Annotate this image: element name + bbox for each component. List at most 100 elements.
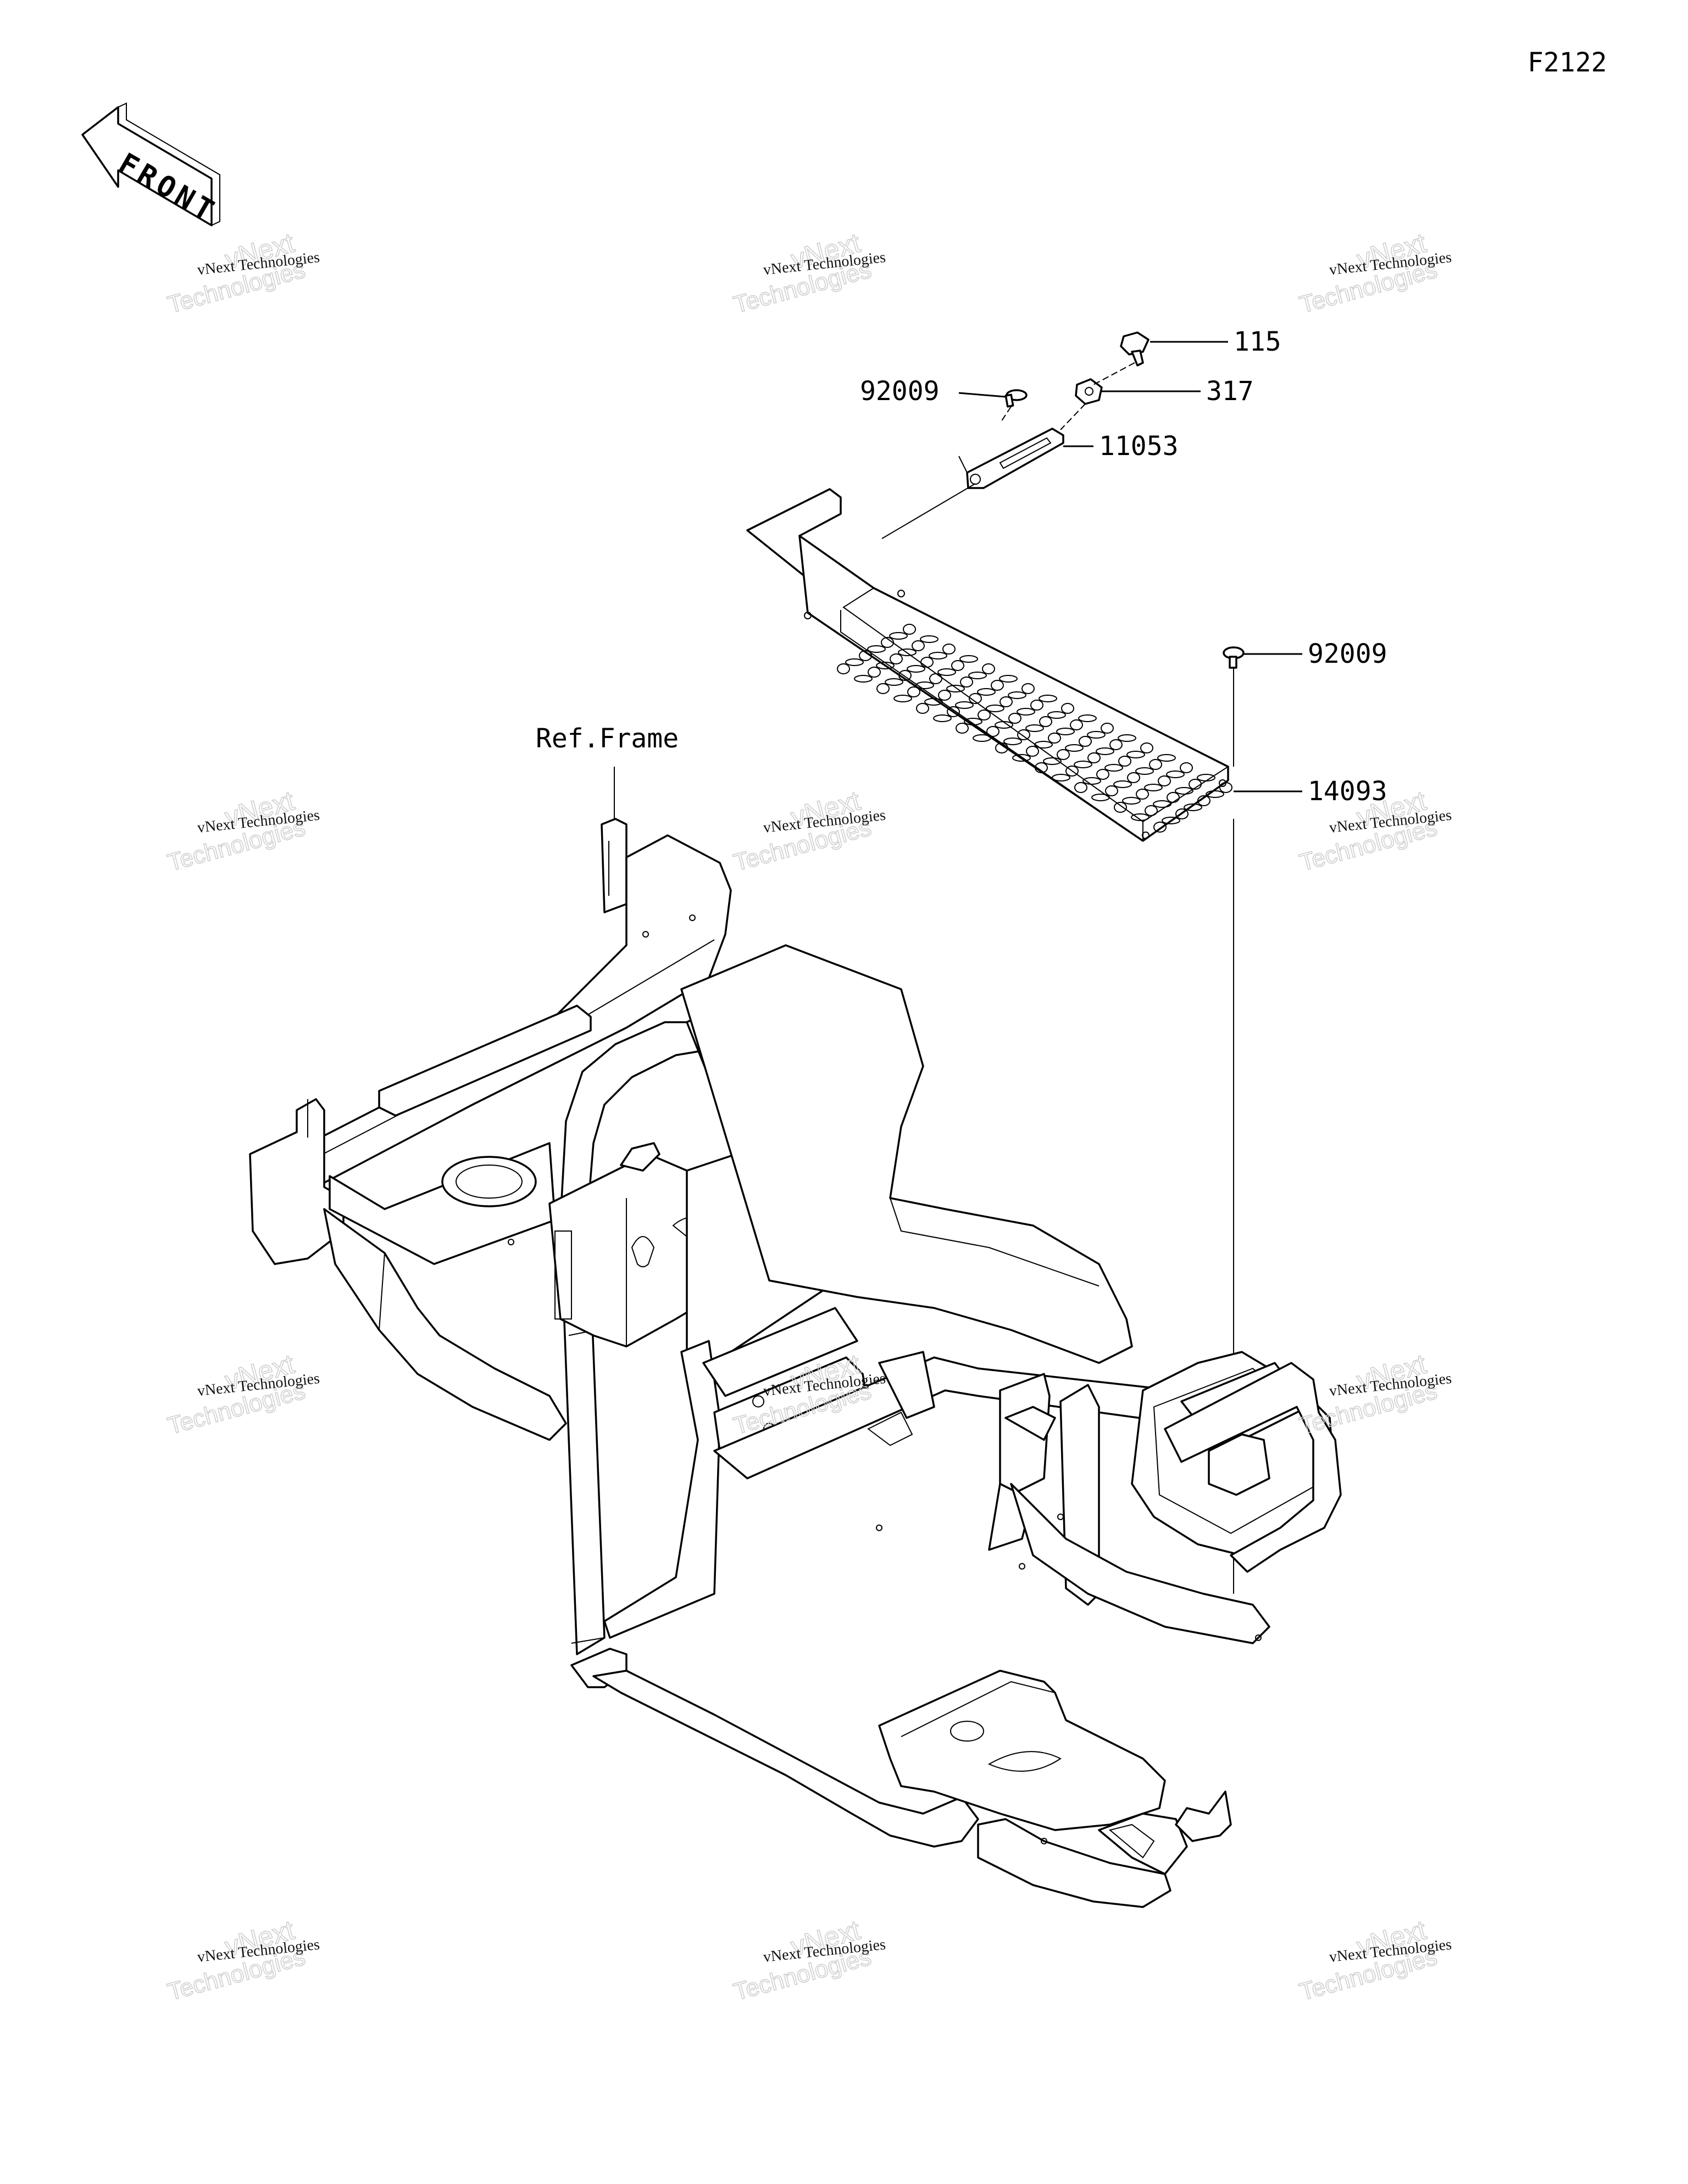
plate-hole [867,645,886,653]
plate-hole [1012,754,1031,762]
plate-hole [1021,683,1035,694]
plate-hole [845,658,864,666]
plate-hole [929,652,947,659]
plate-hole [1166,771,1185,778]
plate-hole [898,648,917,656]
figure-code: F2122 [1528,47,1607,78]
reference-label: Ref.Frame [536,723,679,754]
plate-hole [1145,805,1158,816]
plate-hole [1184,803,1202,811]
plate-hole [1157,754,1176,762]
plate-hole [1035,762,1048,773]
plate-hole [1118,756,1131,767]
plate-hole [1197,795,1211,806]
plate-hole [951,660,964,671]
plate-hole [968,672,987,679]
plate-hole [881,637,894,648]
plate-hole [1175,787,1193,795]
plate-hole [1101,723,1114,734]
plate-hole [1065,744,1084,752]
plate-hole [1039,695,1057,702]
plate-hole [995,742,1008,753]
plate-hole [1091,794,1110,801]
plate-hole [946,685,965,692]
plate-hole [991,680,1004,691]
plate-hole [890,653,903,664]
plate-hole [885,678,903,686]
bolt-115 [1120,331,1150,367]
plate-hole [898,670,912,681]
plate-hole [1175,808,1189,819]
plate-hole [1127,772,1140,783]
plate-hole [955,701,974,709]
plate-hole [1096,769,1109,780]
plate-hole [977,688,996,696]
callout-labels: 115 317 92009 11053 92009 14093 Ref.Fram… [536,326,1387,807]
plate-hole [907,686,920,697]
plate-hole [959,655,978,663]
plate-hole [837,663,850,674]
plate-hole [1079,736,1092,747]
plate-hole [1105,785,1118,796]
plate-hole [999,675,1018,683]
plate-hole [915,681,934,689]
plate-hole [982,663,995,674]
plate-hole [1158,775,1171,786]
plate-hole [960,677,973,688]
nut-317 [1075,378,1103,405]
plate-hole [929,673,942,684]
plate-hole [1144,784,1163,791]
plate-hole [920,635,939,643]
plate-hole [1082,777,1101,785]
plate-hole [1122,797,1141,805]
plate-hole [920,657,934,668]
bracket-11053 [958,428,1064,489]
plate-hole [916,703,929,714]
vehicle-frame [249,767,1342,1908]
front-arrow-icon: FRONT [81,102,223,230]
plate-hole [1087,731,1106,739]
plate-hole [1052,774,1070,781]
plate-hole [1065,766,1079,777]
plate-hole [942,644,956,655]
plate-hole [1114,802,1127,813]
plate-hole [964,718,982,725]
plate-hole [1206,790,1224,798]
plate-hole [973,734,991,742]
plate-hole [947,706,960,717]
plate-hole [1008,691,1026,699]
plate-hole [876,683,890,694]
plate-hole [1017,708,1035,716]
plate-hole [1039,716,1052,727]
plate-hole [1109,739,1123,750]
plate-hole [1180,762,1193,773]
plate-hole [1047,711,1066,719]
plate-hole [933,714,952,722]
plate-hole [1078,714,1097,722]
callout-11053: 11053 [1099,431,1179,462]
plate-hole [1197,774,1215,781]
plate-hole [1162,817,1180,824]
plate-hole [1219,782,1232,793]
plate-hole [1057,749,1070,760]
plate-hole [1030,700,1043,711]
leader-lines [881,341,1302,1594]
plate-hole [1149,759,1162,770]
plate-hole [1003,738,1022,745]
plate-hole [986,705,1004,712]
plate-hole [1043,757,1062,765]
plate-hole [1074,761,1092,768]
step-plate [746,488,1232,842]
plate-hole [907,665,925,673]
plate-hole [986,726,1000,737]
plate-hole [868,667,881,678]
callout-317: 317 [1206,376,1254,407]
plate-hole [1034,741,1053,749]
plate-hole [889,632,908,640]
